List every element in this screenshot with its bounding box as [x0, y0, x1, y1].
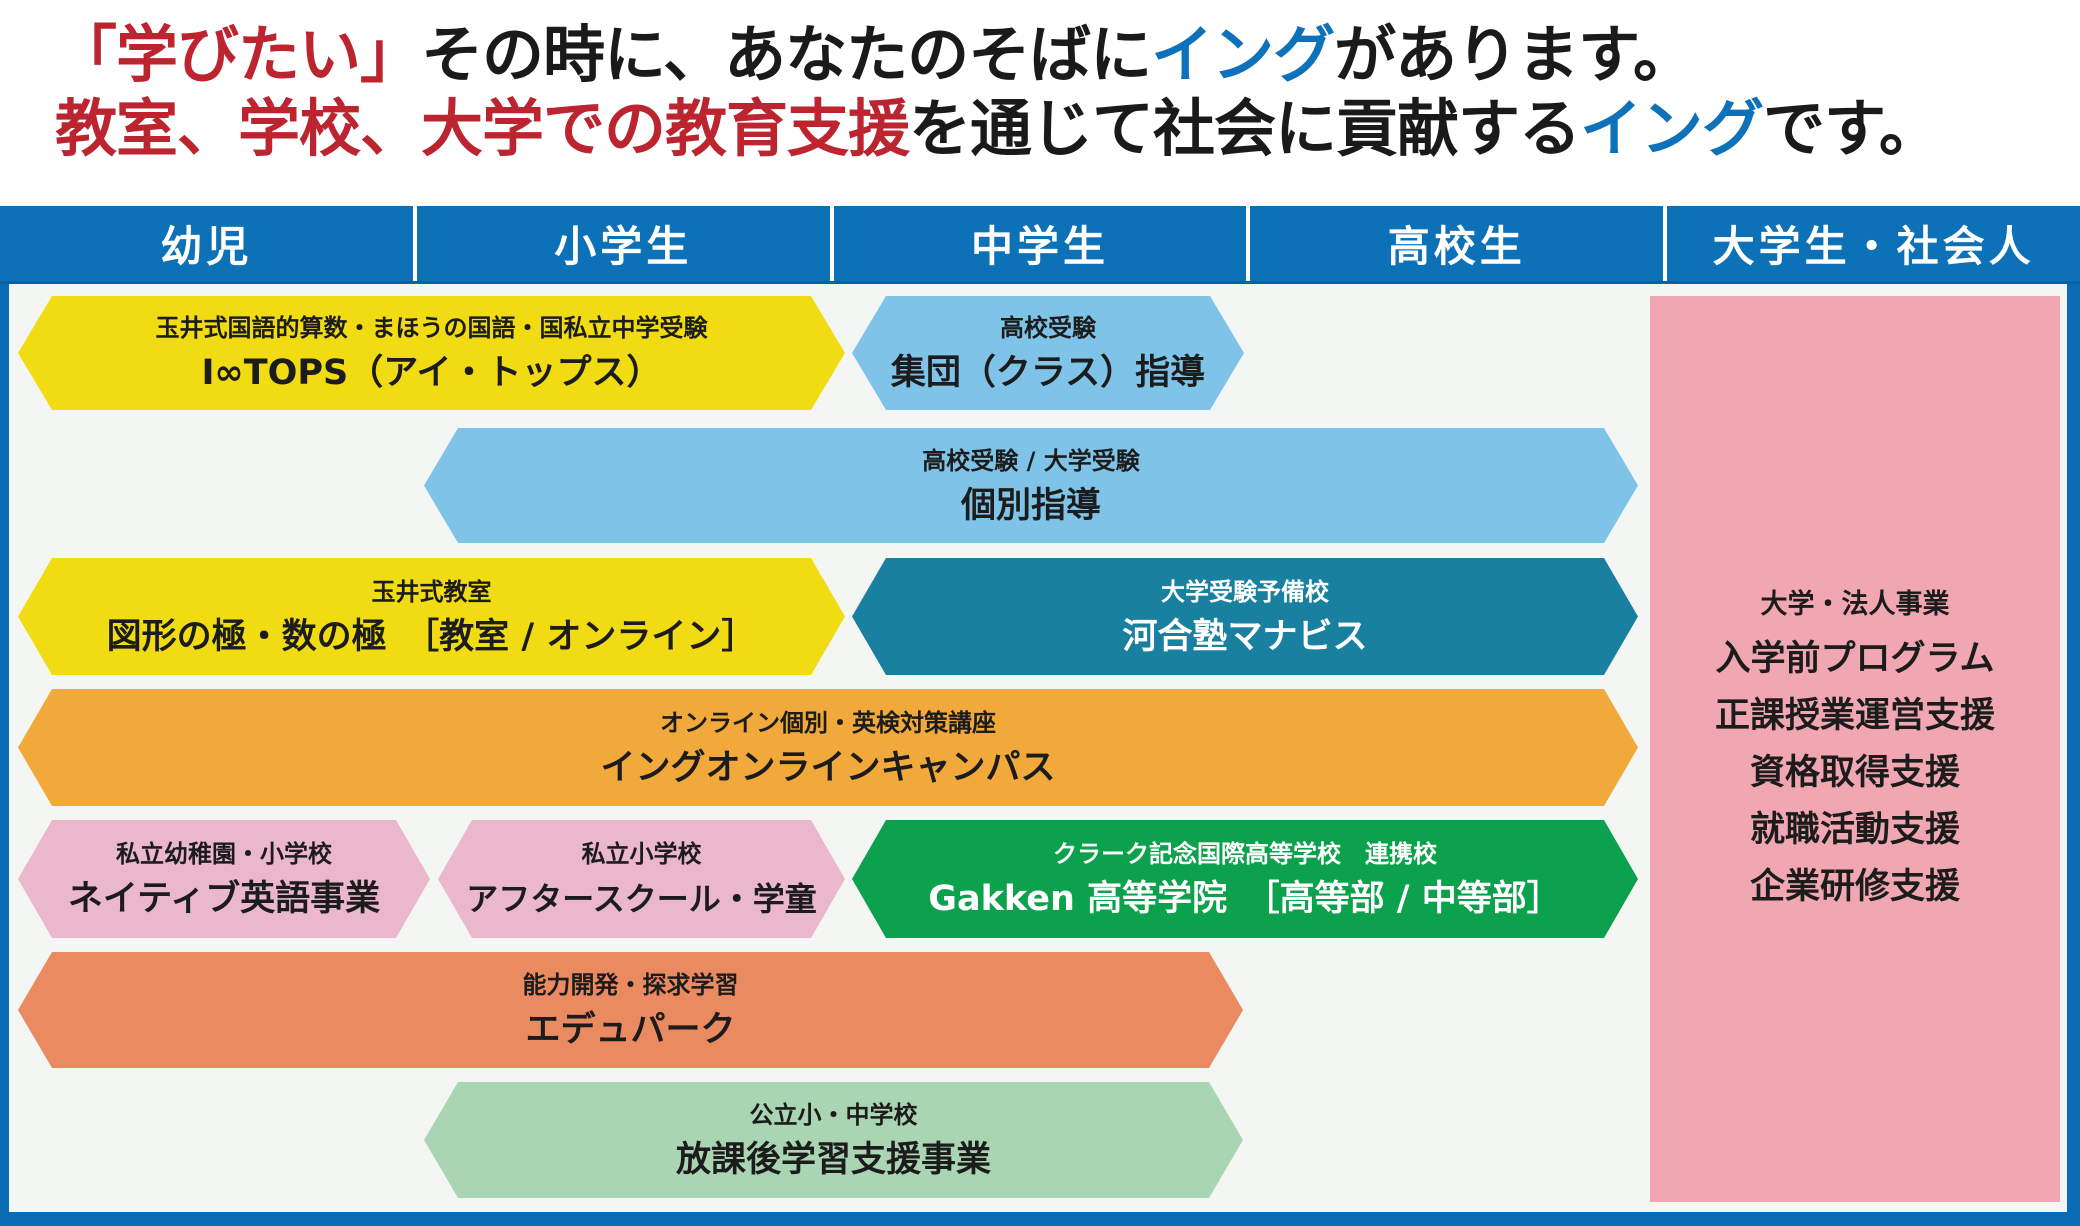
- program-bar-zukei-kazu: 玉井式教室 図形の極・数の極 ［教室 / オンライン］: [18, 558, 845, 675]
- panel-item-certification: 資格取得支援: [1749, 753, 1960, 793]
- program-title: 個別指導: [960, 485, 1101, 526]
- program-bar-edupark: 能力開発・探求学習 エデュパーク: [18, 952, 1243, 1068]
- program-subtitle: 玉井式国語的算数・まほうの国語・国私立中学受験: [155, 314, 708, 342]
- program-subtitle: オンライン個別・英検対策講座: [660, 708, 996, 737]
- program-bar-individual: 高校受験 / 大学受験 個別指導: [424, 428, 1638, 543]
- page-title: 「学びたい」その時に、あなたのそばにイングがあります。 教室、学校、大学での教育…: [55, 18, 1941, 166]
- program-subtitle: 高校受験: [1000, 314, 1096, 342]
- page-title-line1: 「学びたい」その時に、あなたのそばにイングがあります。: [55, 18, 1695, 91]
- program-title: I∞TOPS（アイ・トップス）: [201, 353, 662, 393]
- program-title: ネイティブ英語事業: [67, 879, 381, 919]
- program-title: 河合塾マナビス: [1122, 616, 1368, 657]
- program-bar-group-class: 高校受験 集団（クラス）指導: [852, 296, 1244, 410]
- program-bar-afterschool-support: 公立小・中学校 放課後学習支援事業: [424, 1082, 1243, 1198]
- program-bar-afterschool: 私立小学校 アフタースクール・学童: [438, 820, 845, 938]
- program-title: イングオンラインキャンパス: [600, 747, 1056, 788]
- program-subtitle: 公立小・中学校: [749, 1101, 918, 1129]
- panel-item-pre-entrance: 入学前プログラム: [1715, 639, 1995, 679]
- program-title: 集団（クラス）指導: [890, 353, 1206, 393]
- column-header-university: 大学生・社会人: [1667, 206, 2080, 281]
- column-header-preschool: 幼児: [0, 206, 413, 281]
- program-bar-kawaijuku-manavis: 大学受験予備校 河合塾マナビス: [852, 558, 1638, 675]
- program-title: アフタースクール・学童: [466, 880, 817, 918]
- page-title-line2: 教室、学校、大学での教育支援を通じて社会に貢献するイングです。: [55, 92, 1941, 165]
- program-bar-native-english: 私立幼稚園・小学校 ネイティブ英語事業: [18, 820, 430, 938]
- program-subtitle: 私立幼稚園・小学校: [116, 840, 332, 868]
- program-bar-gakken-academy: クラーク記念国際高等学校 連携校 Gakken 高等学院 ［高等部 / 中等部］: [852, 820, 1638, 938]
- university-corporate-panel: 大学・法人事業 入学前プログラム 正課授業運営支援 資格取得支援 就職活動支援 …: [1650, 296, 2060, 1202]
- program-title: Gakken 高等学院 ［高等部 / 中等部］: [928, 879, 1562, 919]
- program-title: 図形の極・数の極 ［教室 / オンライン］: [106, 616, 757, 657]
- program-subtitle: 高校受験 / 大学受験: [922, 446, 1140, 475]
- program-subtitle: 能力開発・探求学習: [522, 971, 739, 999]
- program-bar-itops: 玉井式国語的算数・まほうの国語・国私立中学受験 I∞TOPS（アイ・トップス）: [18, 296, 845, 410]
- age-group-header: 幼児 小学生 中学生 高校生 大学生・社会人: [0, 206, 2080, 284]
- column-header-elementary: 小学生: [416, 206, 830, 281]
- program-subtitle: クラーク記念国際高等学校 連携校: [1053, 840, 1437, 868]
- program-title: エデュパーク: [525, 1010, 736, 1050]
- program-subtitle: 大学受験予備校: [1161, 577, 1329, 606]
- program-title: 放課後学習支援事業: [675, 1140, 991, 1180]
- program-subtitle: 私立小学校: [581, 840, 702, 868]
- panel-item-curriculum: 正課授業運営支援: [1714, 696, 1995, 736]
- panel-subtitle: 大学・法人事業: [1760, 589, 1950, 620]
- column-header-highschool: 高校生: [1250, 206, 1664, 281]
- program-bar-online-campus: オンライン個別・英検対策講座 イングオンラインキャンパス: [18, 689, 1638, 806]
- panel-item-job-hunting: 就職活動支援: [1749, 810, 1960, 850]
- panel-item-corp-training: 企業研修支援: [1749, 867, 1960, 907]
- program-subtitle: 玉井式教室: [371, 577, 492, 606]
- column-header-juniorhigh: 中学生: [833, 206, 1247, 281]
